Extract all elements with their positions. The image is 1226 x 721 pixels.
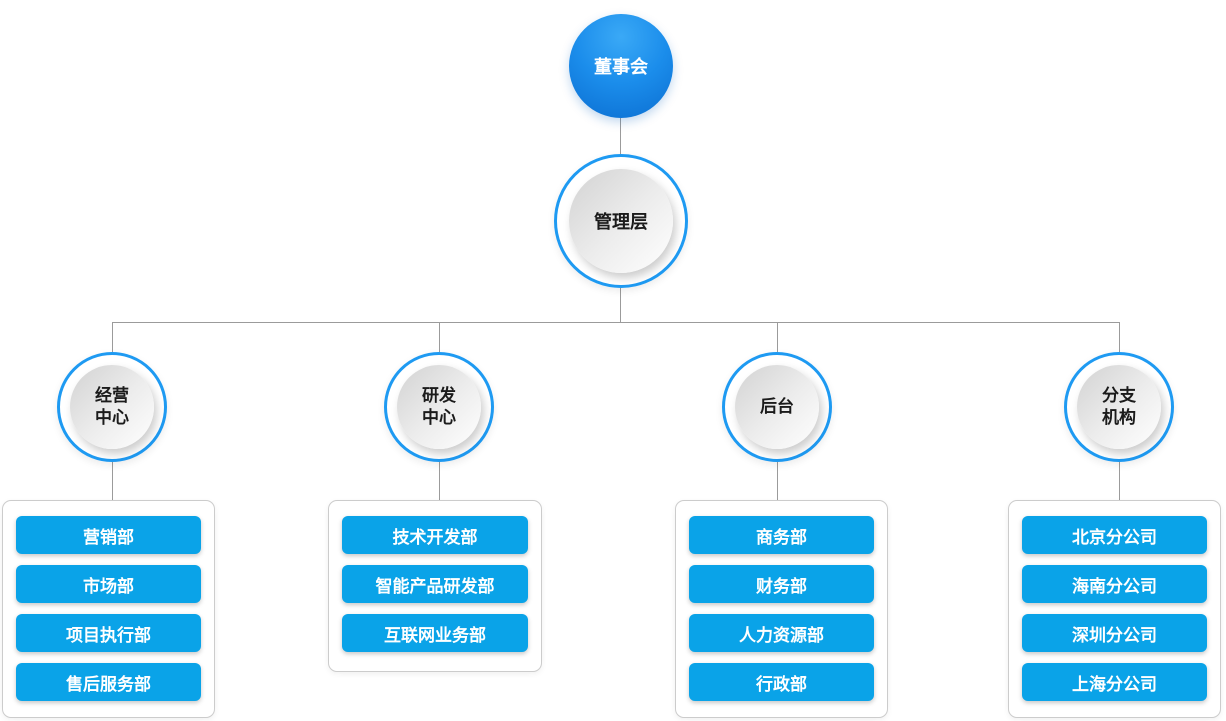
node-label-line: 中心 (95, 408, 129, 427)
node-back-office[interactable]: 后台 (722, 352, 832, 462)
connector-rail-to-branch-4 (1119, 322, 1120, 352)
connector-rail-to-branch-1 (112, 322, 113, 352)
node-label-line: 经营 (95, 385, 129, 405)
node-branch-offices[interactable]: 分支 机构 (1064, 352, 1174, 462)
node-label-line: 研发 (422, 385, 456, 405)
department-item[interactable]: 商务部 (689, 516, 874, 554)
connector-rail (112, 322, 1120, 323)
department-item[interactable]: 行政部 (689, 663, 874, 701)
department-panel-back-office: 商务部 财务部 人力资源部 行政部 (675, 500, 888, 718)
node-management[interactable]: 管理层 (554, 154, 688, 288)
node-label-line: 后台 (760, 396, 794, 416)
department-item[interactable]: 深圳分公司 (1022, 614, 1207, 652)
node-management-label: 管理层 (594, 212, 648, 232)
department-panel-operations: 营销部 市场部 项目执行部 售后服务部 (2, 500, 215, 718)
connector-branch-2-to-panel (439, 462, 440, 500)
department-item[interactable]: 北京分公司 (1022, 516, 1207, 554)
node-board-label: 董事会 (594, 57, 648, 77)
department-panel-branch-offices: 北京分公司 海南分公司 深圳分公司 上海分公司 (1008, 500, 1221, 718)
connector-rail-to-branch-3 (777, 322, 778, 352)
department-item[interactable]: 智能产品研发部 (342, 565, 528, 603)
department-item[interactable]: 技术开发部 (342, 516, 528, 554)
connector-branch-1-to-panel (112, 462, 113, 500)
department-item[interactable]: 售后服务部 (16, 663, 201, 701)
connector-rail-to-branch-2 (439, 322, 440, 352)
department-item[interactable]: 上海分公司 (1022, 663, 1207, 701)
department-item[interactable]: 海南分公司 (1022, 565, 1207, 603)
department-item[interactable]: 财务部 (689, 565, 874, 603)
node-board-of-directors[interactable]: 董事会 (569, 14, 673, 118)
node-label-line: 机构 (1102, 408, 1136, 427)
department-item[interactable]: 营销部 (16, 516, 201, 554)
node-label-line: 分支 (1102, 385, 1136, 405)
connector-branch-3-to-panel (777, 462, 778, 500)
node-label-line: 中心 (422, 408, 456, 427)
department-item[interactable]: 互联网业务部 (342, 614, 528, 652)
department-panel-rd: 技术开发部 智能产品研发部 互联网业务部 (328, 500, 542, 672)
department-item[interactable]: 人力资源部 (689, 614, 874, 652)
node-operations-center[interactable]: 经营 中心 (57, 352, 167, 462)
node-rd-center[interactable]: 研发 中心 (384, 352, 494, 462)
department-item[interactable]: 市场部 (16, 565, 201, 603)
connector-management-to-rail (620, 288, 621, 323)
connector-branch-4-to-panel (1119, 462, 1120, 500)
connector-root-to-management (620, 118, 621, 154)
department-item[interactable]: 项目执行部 (16, 614, 201, 652)
